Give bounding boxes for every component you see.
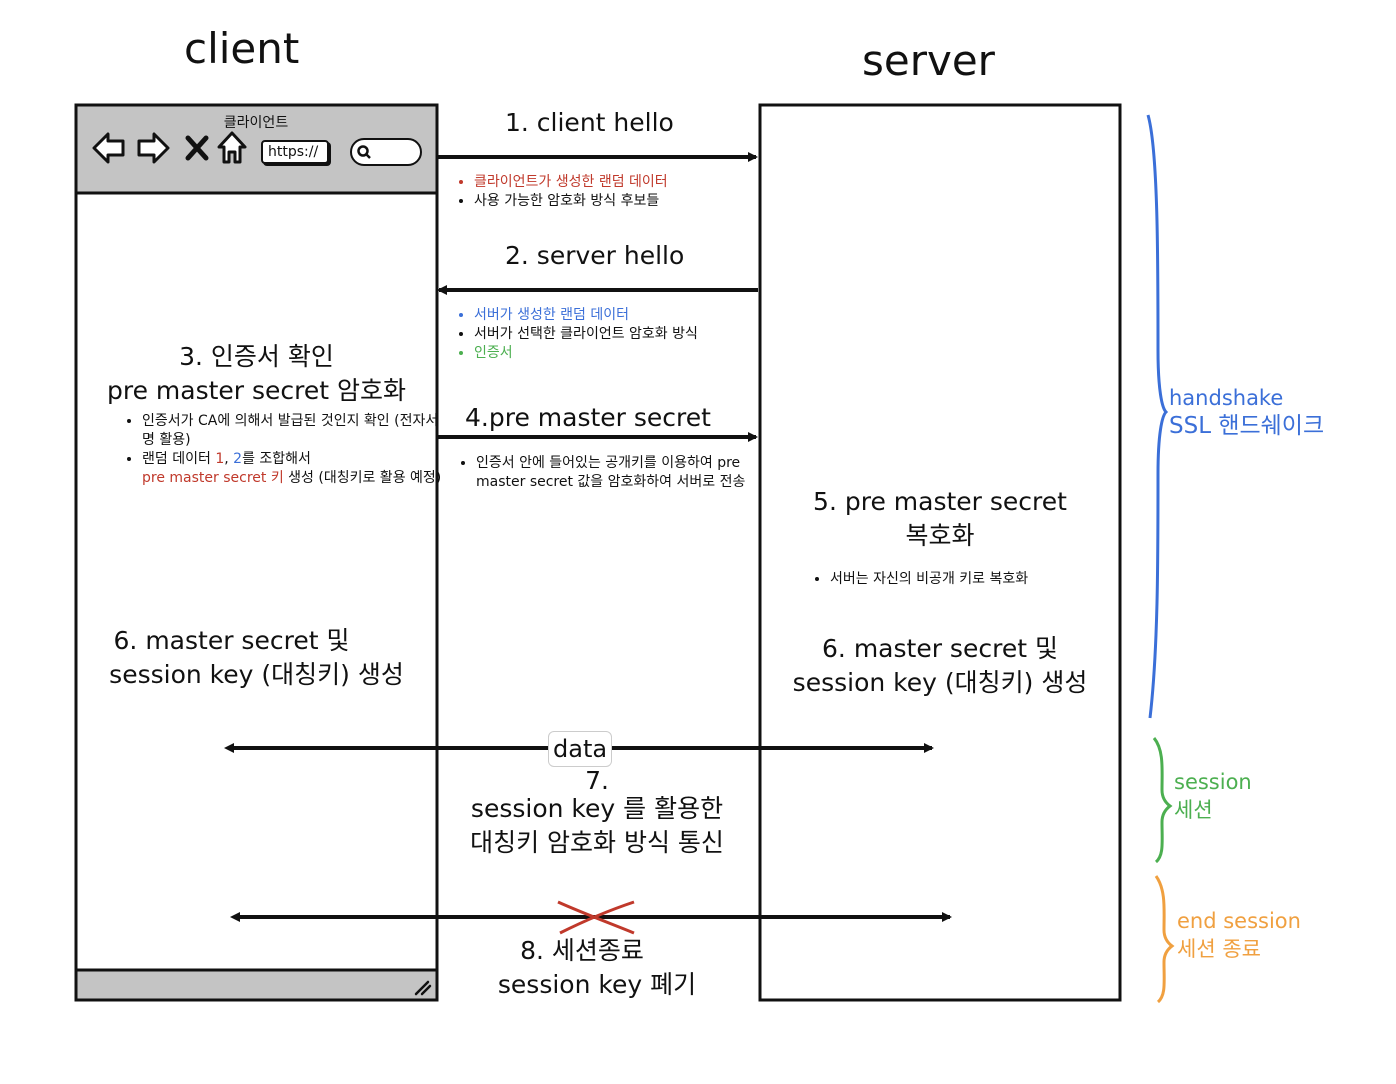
step-6-server: 6. master secret 및 session key (대칭키) 생성 bbox=[762, 632, 1118, 700]
end-session-label-line2: 세션 종료 bbox=[1177, 937, 1261, 961]
step-1-title: 1. client hello bbox=[505, 108, 674, 137]
step-3-notes: 인증서가 CA에 의해서 발급된 것인지 확인 (전자서명 활용) 랜덤 데이터… bbox=[120, 412, 442, 488]
step-6-server-line1: 6. master secret 및 bbox=[822, 634, 1058, 663]
home-icon[interactable] bbox=[216, 130, 248, 166]
browser-statusbar bbox=[74, 968, 439, 1002]
session-label-line1: session bbox=[1174, 770, 1252, 794]
step-5-title: 5. pre master secret 복호화 bbox=[762, 485, 1118, 553]
session-brace bbox=[1152, 737, 1173, 864]
cross-mark-icon bbox=[557, 900, 635, 935]
step-8-line2: session key 폐기 bbox=[497, 970, 697, 999]
step-2-note: 서버가 생성한 랜덤 데이터 bbox=[474, 306, 779, 325]
step-3-title-line2: pre master secret 암호화 bbox=[106, 376, 407, 405]
handshake-label-line2: SSL 핸드쉐이크 bbox=[1169, 413, 1325, 439]
step-5-notes: 서버는 자신의 비공개 키로 복호화 bbox=[808, 570, 1120, 589]
browser-title: 클라이언트 bbox=[223, 115, 289, 131]
step-2-note: 인증서 bbox=[474, 344, 779, 363]
step-1-note: 사용 가능한 암호화 방식 후보들 bbox=[474, 192, 774, 211]
search-icon bbox=[357, 145, 371, 159]
server-header: server bbox=[862, 36, 995, 85]
step-4-title: 4.pre master secret bbox=[465, 403, 711, 432]
step-3-title-line1: 3. 인증서 확인 bbox=[179, 342, 334, 371]
url-bar-text: https:// bbox=[268, 144, 319, 160]
step-6-client-line1: 6. master secret 및 bbox=[113, 626, 350, 655]
step-3-title: 3. 인증서 확인 pre master secret 암호화 bbox=[78, 340, 435, 408]
step-5-title-line2: 복호화 bbox=[905, 521, 975, 550]
step-3-note-text: 랜덤 데이터 bbox=[142, 451, 216, 467]
step-8-text: 8. 세션종료 session key 폐기 bbox=[437, 934, 757, 1002]
search-bar[interactable] bbox=[350, 138, 422, 166]
forward-arrow-icon[interactable] bbox=[136, 130, 170, 166]
step-8-line1: 8. 세션종료 bbox=[520, 936, 644, 965]
step-7-line3: 대칭키 암호화 방식 통신 bbox=[470, 828, 724, 857]
url-bar[interactable]: https:// bbox=[261, 140, 329, 164]
step-3-note-text: 를 조합해서 bbox=[242, 451, 311, 467]
step-3-note-text: 생성 (대칭키로 활용 예정) bbox=[283, 470, 442, 486]
step-3-note-text: , bbox=[224, 451, 234, 467]
step-3-note-number-1: 1 bbox=[215, 451, 225, 467]
step-4-note: 인증서 안에 들어있는 공개키를 이용하여 pre master secret … bbox=[476, 454, 761, 492]
handshake-label-line1: handshake bbox=[1169, 386, 1284, 410]
step-2-note: 서버가 선택한 클라이언트 암호화 방식 bbox=[474, 325, 779, 344]
back-arrow-icon[interactable] bbox=[92, 130, 126, 166]
step-3-note-highlight: pre master secret 키 bbox=[142, 470, 284, 486]
session-label: session 세션 bbox=[1174, 768, 1252, 824]
step-2-notes: 서버가 생성한 랜덤 데이터 서버가 선택한 클라이언트 암호화 방식 인증서 bbox=[452, 306, 779, 363]
resize-grip-icon[interactable] bbox=[412, 978, 432, 996]
step-3-note-number-2: 2 bbox=[233, 451, 243, 467]
step-3-note: 인증서가 CA에 의해서 발급된 것인지 확인 (전자서명 활용) bbox=[142, 412, 442, 450]
end-session-label: end session 세션 종료 bbox=[1177, 907, 1301, 963]
close-x-icon[interactable] bbox=[184, 134, 210, 162]
step-4-notes: 인증서 안에 들어있는 공개키를 이용하여 pre master secret … bbox=[454, 454, 761, 492]
session-label-line2: 세션 bbox=[1174, 798, 1213, 822]
step-5-title-line1: 5. pre master secret bbox=[813, 487, 1067, 516]
client-window bbox=[74, 103, 439, 1002]
handshake-label: handshake SSL 핸드쉐이크 bbox=[1169, 384, 1324, 440]
data-label: data bbox=[548, 731, 613, 767]
step-7-text: 7. session key 를 활용한 대칭키 암호화 방식 통신 bbox=[437, 766, 757, 860]
step-1-note: 클라이언트가 생성한 랜덤 데이터 bbox=[474, 173, 774, 192]
step-6-client: 6. master secret 및 session key (대칭키) 생성 bbox=[78, 624, 435, 692]
server-box bbox=[758, 103, 1122, 1002]
step-3-note: 랜덤 데이터 1, 2를 조합해서 pre master secret 키 생성 … bbox=[142, 450, 442, 488]
step-7-line2: session key 를 활용한 bbox=[470, 794, 724, 823]
end-session-brace bbox=[1154, 875, 1175, 1004]
step-6-server-line2: session key (대칭키) 생성 bbox=[792, 668, 1088, 697]
step-6-client-line2: session key (대칭키) 생성 bbox=[109, 660, 404, 689]
end-session-label-line1: end session bbox=[1177, 909, 1301, 933]
step-5-note: 서버는 자신의 비공개 키로 복호화 bbox=[830, 570, 1120, 589]
step-1-notes: 클라이언트가 생성한 랜덤 데이터 사용 가능한 암호화 방식 후보들 bbox=[452, 173, 774, 211]
step-7-line1: 7. bbox=[585, 766, 609, 795]
client-header: client bbox=[184, 24, 300, 73]
handshake-brace bbox=[1146, 114, 1169, 719]
step-2-title: 2. server hello bbox=[505, 241, 685, 270]
